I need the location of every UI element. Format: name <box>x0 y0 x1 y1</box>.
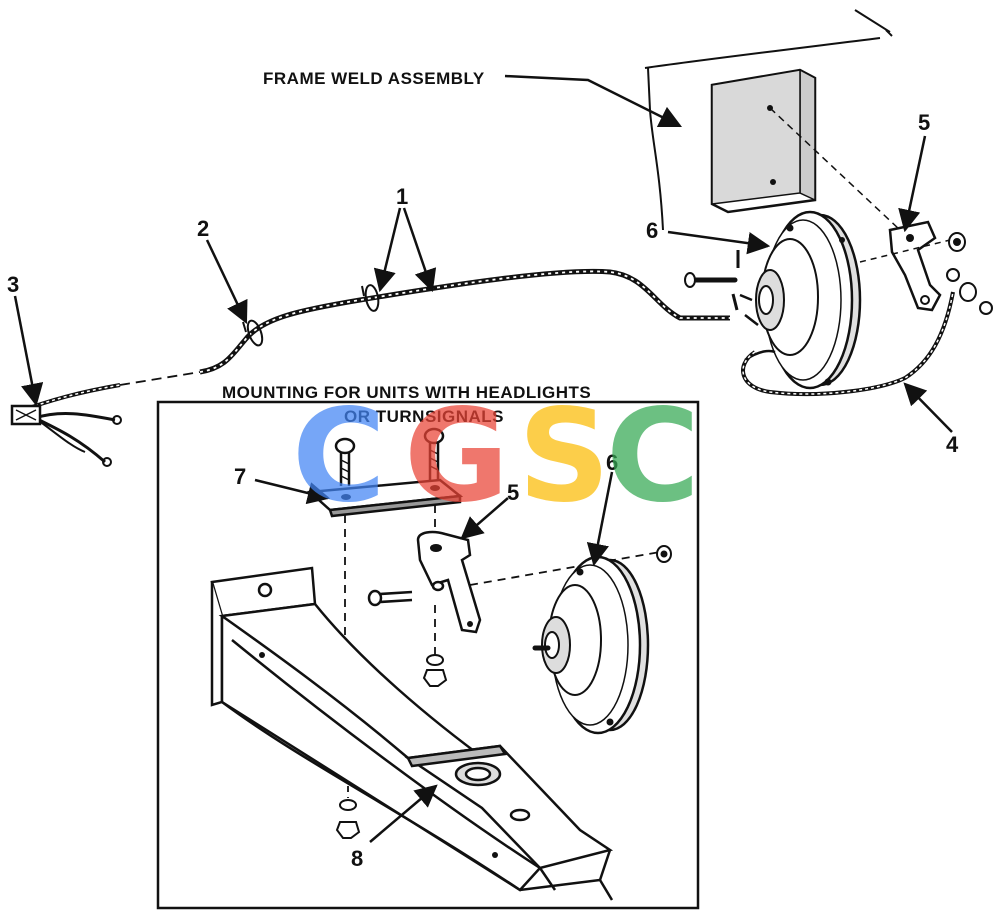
frame-weld-assembly-label: FRAME WELD ASSEMBLY <box>263 69 485 88</box>
bolts-inset <box>334 427 445 486</box>
bracket-5-top <box>888 220 942 312</box>
horn-inset <box>532 555 650 735</box>
mounting-title-line2: OR TURNSIGNALS <box>344 407 504 426</box>
watermark-letter-1: C <box>292 382 386 531</box>
frame-edge <box>644 9 893 231</box>
harness-connector-3 <box>10 404 42 426</box>
callout-2: 2 <box>197 216 209 241</box>
frame-rail-8 <box>210 566 614 901</box>
wiring-harness <box>17 268 730 467</box>
watermark-letter-3: S <box>518 382 610 531</box>
nuts-inset <box>335 545 672 839</box>
horn-top <box>684 210 862 390</box>
callout-leaders <box>13 135 953 843</box>
hardware-top <box>859 232 993 315</box>
callout-4: 4 <box>946 432 959 457</box>
cgsc-watermark: C G S C <box>292 382 700 531</box>
frame-weld-plate <box>710 68 901 231</box>
bracket-bolt-inset <box>367 589 413 607</box>
callout-5-top: 5 <box>918 110 930 135</box>
callout-3: 3 <box>7 272 19 297</box>
callout-7: 7 <box>234 464 246 489</box>
callout-6-inset: 6 <box>606 450 618 475</box>
callout-8: 8 <box>351 846 363 871</box>
mounting-title-line1: MOUNTING FOR UNITS WITH HEADLIGHTS <box>222 383 591 402</box>
watermark-letter-4: C <box>606 382 700 531</box>
callout-6-top: 6 <box>646 218 658 243</box>
watermark-letter-2: G <box>404 382 509 531</box>
callout-1: 1 <box>396 184 408 209</box>
bracket-5-inset <box>416 530 482 634</box>
callout-numbers: 1 2 3 4 5 6 5 6 7 8 <box>7 110 959 871</box>
mounting-inset-frame <box>156 400 700 910</box>
frame-weld-arrow <box>504 74 683 128</box>
callout-5-inset: 5 <box>507 480 519 505</box>
